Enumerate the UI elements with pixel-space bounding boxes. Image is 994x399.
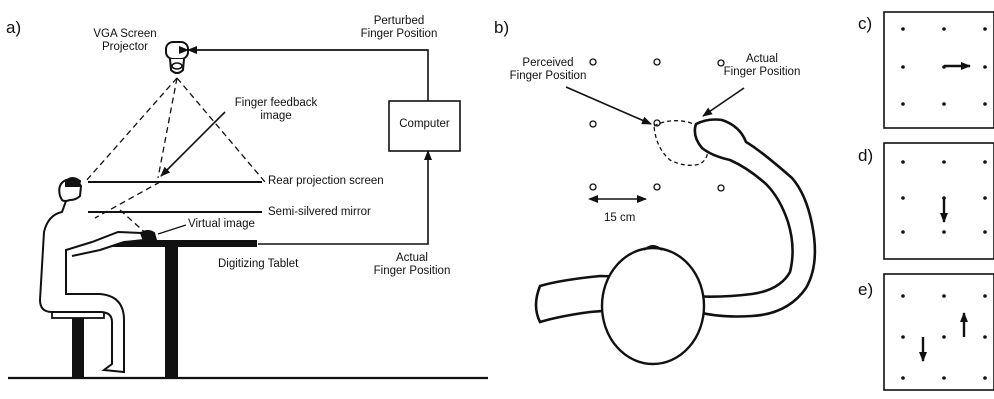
actual-position-label-b: Actual Finger Position xyxy=(723,53,801,78)
scale-label: 15 cm xyxy=(604,212,636,224)
tablet-label: Digitizing Tablet xyxy=(218,258,299,270)
perceived-arrow xyxy=(565,86,652,125)
actual-position-label-a: Actual Finger Position xyxy=(373,252,451,277)
feedback-arrow xyxy=(160,111,226,177)
panel-e-dots xyxy=(901,294,987,380)
feedback-label: Finger feedback image xyxy=(234,97,318,122)
table-top xyxy=(95,240,257,247)
projector-label: VGA Screen Projector xyxy=(93,28,157,53)
panel-b-drawing xyxy=(534,58,817,366)
panel-c-dots xyxy=(901,27,987,106)
computer-label: Computer xyxy=(399,118,450,130)
panel-d-drawing xyxy=(883,142,994,260)
panel-c-drawing xyxy=(883,11,994,129)
head-outline xyxy=(600,246,706,366)
panel-d-dots xyxy=(901,160,987,234)
panel-d-label: d) xyxy=(858,146,874,165)
virtual-image-label: Virtual image xyxy=(188,218,255,230)
mirror-label: Semi-silvered mirror xyxy=(268,206,371,218)
panel-a-drawing xyxy=(8,41,488,380)
perceived-label: Perceived Finger Position xyxy=(509,57,587,82)
panel-c-label: c) xyxy=(858,14,873,33)
perturbed-label: Perturbed Finger Position xyxy=(360,15,438,40)
actual-loop-line xyxy=(258,150,432,245)
actual-arrow xyxy=(702,87,745,117)
panel-e-drawing xyxy=(883,273,994,391)
seated-person xyxy=(38,177,158,374)
stool-leg xyxy=(72,318,84,378)
panel-e-label: e) xyxy=(858,280,874,299)
panel-a-label: a) xyxy=(6,18,22,37)
nose xyxy=(643,245,663,251)
rear-screen-label: Rear projection screen xyxy=(268,175,384,187)
panel-b-label: b) xyxy=(494,18,510,37)
perceived-finger-outline xyxy=(653,120,709,166)
table-leg xyxy=(165,247,178,377)
target-markers xyxy=(589,58,725,192)
perturbed-loop-line xyxy=(179,46,429,101)
